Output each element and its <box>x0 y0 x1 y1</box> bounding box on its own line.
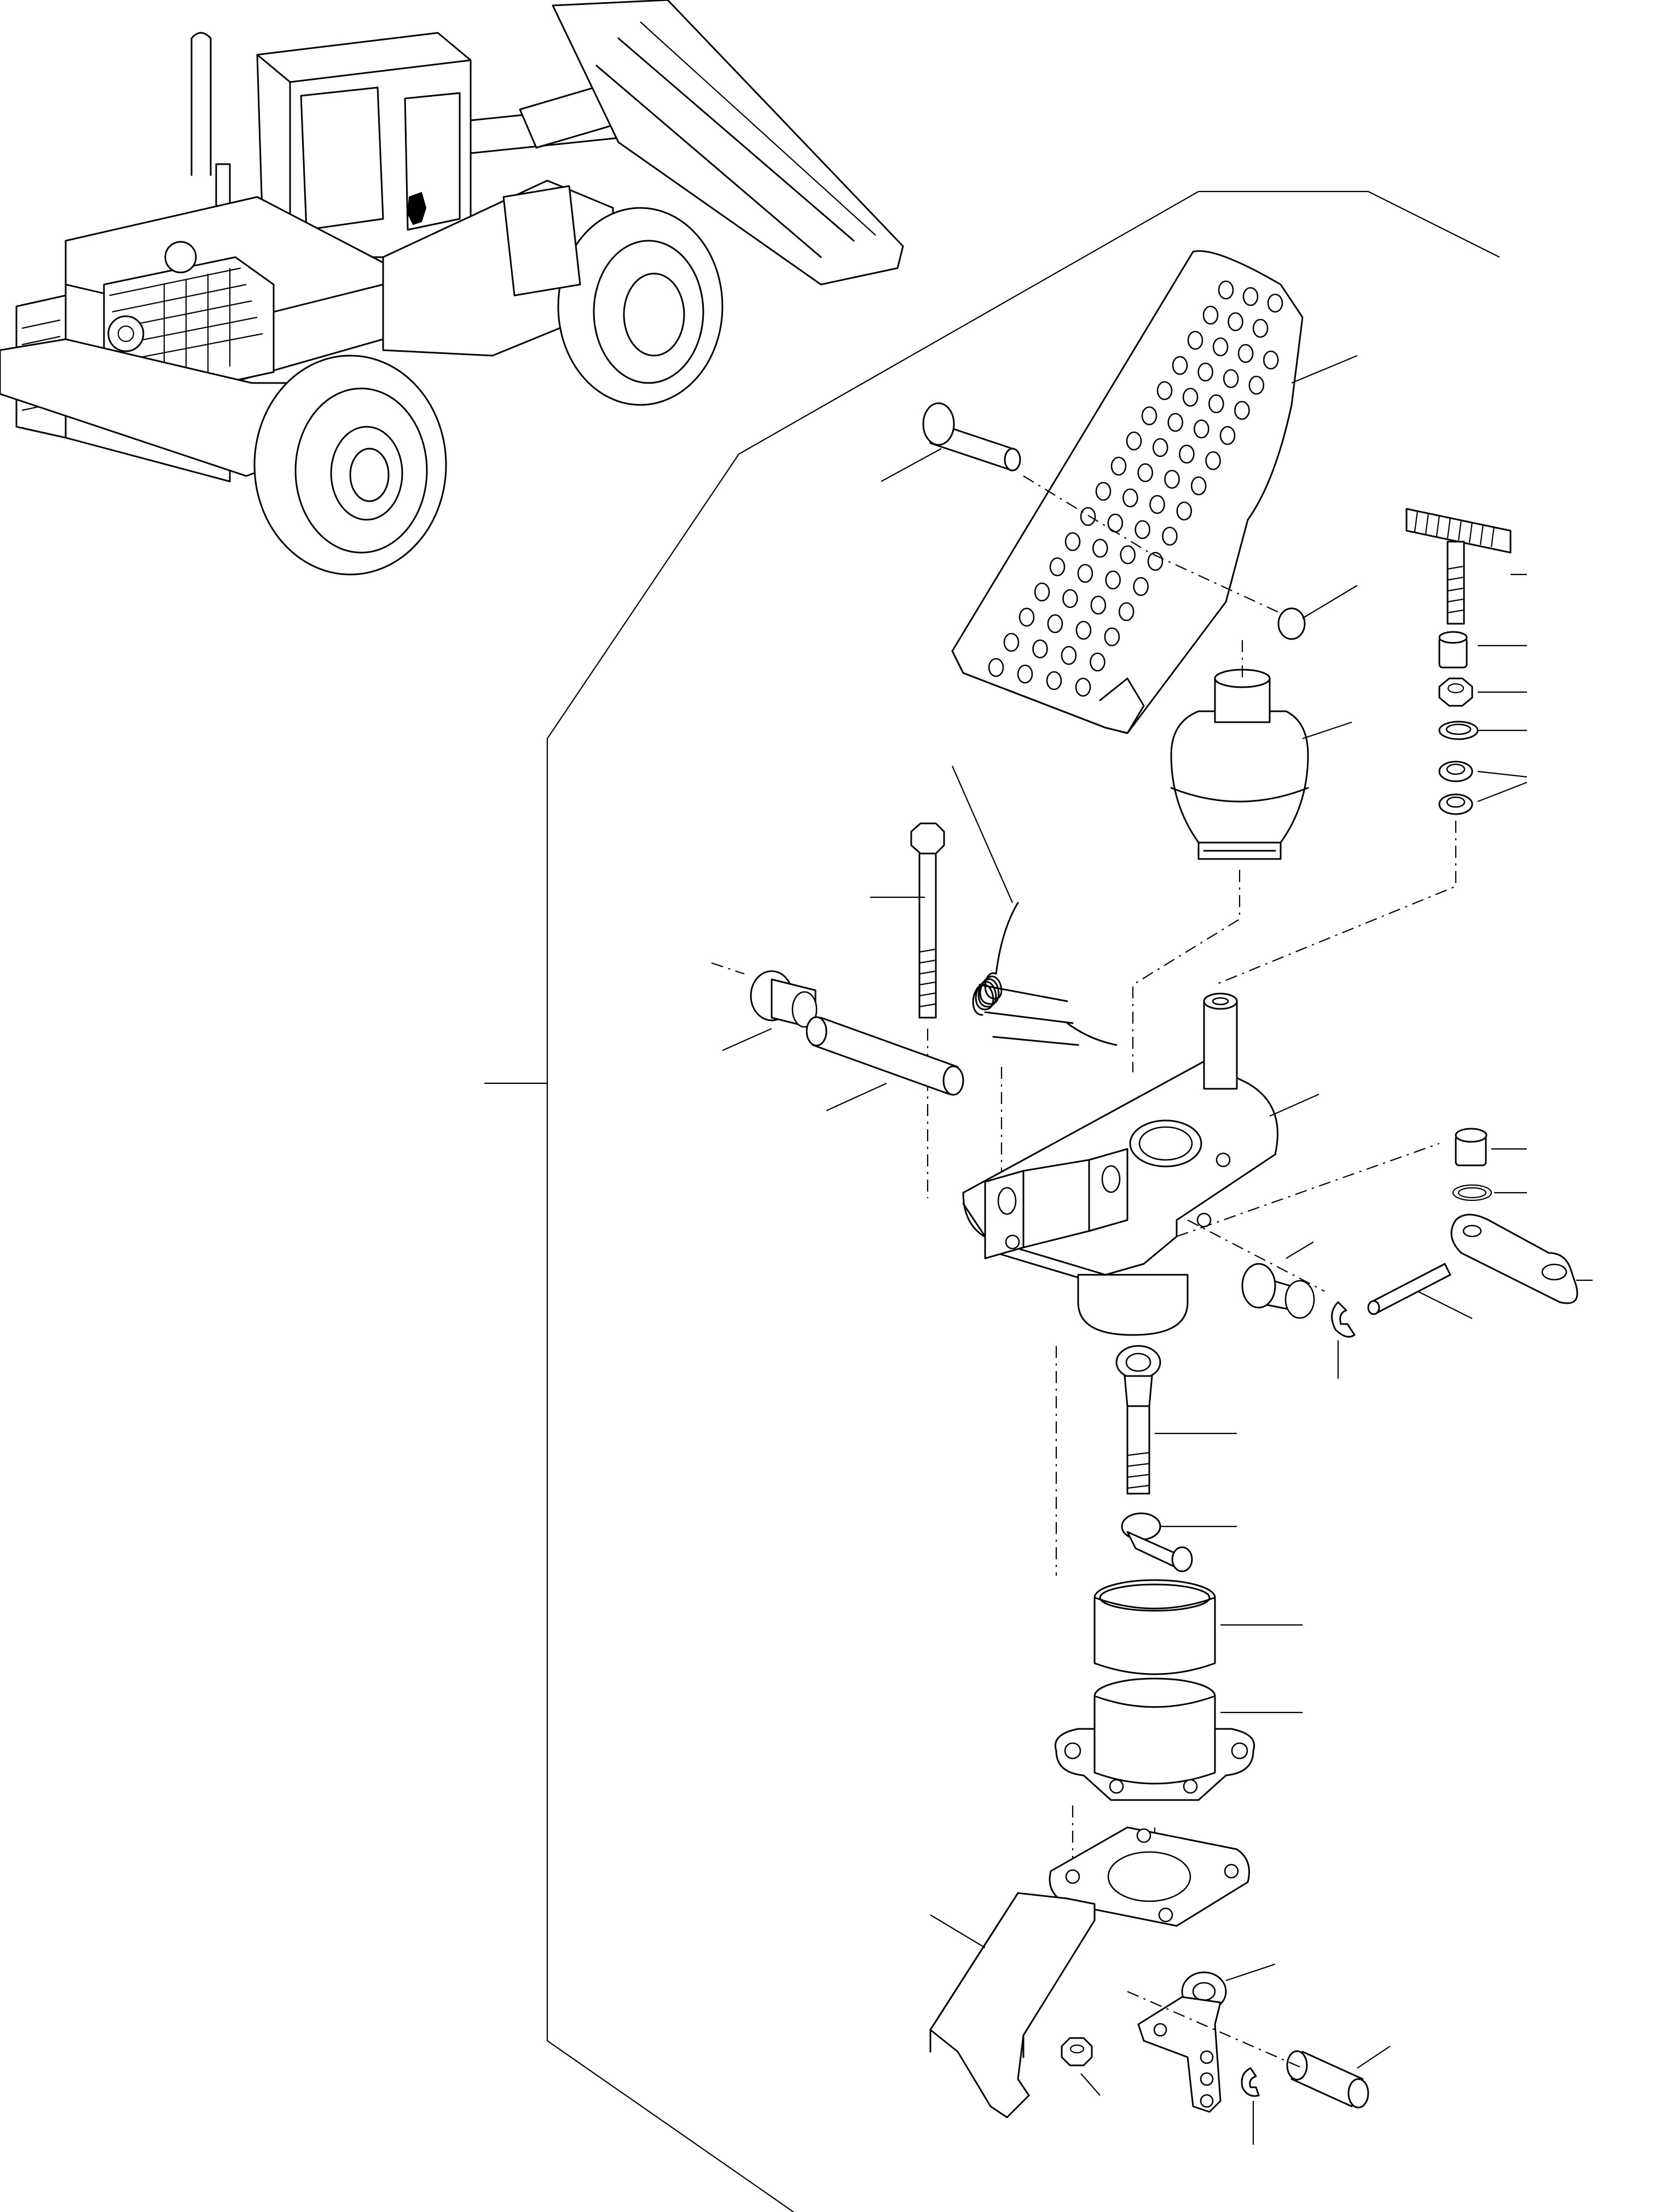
perforation-hole <box>1156 381 1173 400</box>
perforation-hole <box>1237 344 1254 363</box>
o-ring <box>1452 1184 1492 1201</box>
rubber-boot <box>1170 669 1309 860</box>
perforation-hole <box>1047 614 1063 634</box>
perforation-hole <box>1182 387 1199 407</box>
perforation-hole <box>1137 463 1153 483</box>
perforation-hole <box>1187 330 1203 350</box>
perforation-hole <box>1218 280 1234 300</box>
nut-lower <box>1061 2037 1093 2066</box>
perforation-hole <box>1197 362 1213 382</box>
eye-rod <box>1115 1345 1161 1495</box>
perforation-hole <box>1167 413 1183 432</box>
perforation-hole <box>1090 595 1107 615</box>
perforation-hole <box>1032 639 1048 659</box>
perforation-hole <box>1194 419 1209 439</box>
perforation-hole <box>1104 627 1120 647</box>
perforation-hole <box>1263 350 1279 370</box>
front-wheel <box>253 355 447 576</box>
perforation-hole <box>1223 369 1239 388</box>
perforation-hole <box>1133 577 1149 596</box>
lever-arm <box>1450 1214 1578 1304</box>
perforation-hole <box>1075 677 1091 697</box>
perforation-hole <box>1152 438 1168 457</box>
perforation-hole <box>1212 337 1229 357</box>
perforation-hole <box>1095 481 1112 501</box>
perforation-hole <box>1179 444 1195 464</box>
perforation-hole <box>1190 476 1207 496</box>
mount-bracket <box>929 1892 1096 2118</box>
pin-lower <box>1286 2050 1369 2109</box>
flanged-housing <box>1055 1677 1255 1801</box>
detail-region-outline <box>546 190 1500 2212</box>
perforation-hole <box>1049 557 1066 577</box>
perforation-hole <box>1105 570 1121 590</box>
cover-sleeve <box>1093 1579 1216 1675</box>
pedal-pin <box>922 402 1021 472</box>
perforation-hole <box>988 658 1004 677</box>
flange-bushing <box>750 970 818 1030</box>
perforation-hole <box>1176 501 1193 521</box>
roll-pin <box>1367 1263 1451 1315</box>
clip-lower <box>1241 2067 1260 2097</box>
perforation-hole <box>1120 545 1136 565</box>
perforation-hole <box>1228 312 1243 332</box>
perforation-hole <box>1205 451 1221 471</box>
perforation-hole <box>1126 431 1142 451</box>
perforation-hole <box>1208 394 1224 414</box>
e-clip <box>1331 1301 1356 1338</box>
perforation-hole <box>1110 456 1127 476</box>
spacer-right <box>1455 1128 1488 1166</box>
perforation-hole <box>1080 507 1096 526</box>
perforation-hole <box>1046 671 1062 690</box>
pedal-perforations <box>988 280 1283 697</box>
perforation-hole <box>1135 520 1150 539</box>
perforation-hole <box>1064 532 1081 551</box>
perforation-hole <box>1149 495 1165 514</box>
bucket <box>552 0 904 286</box>
perforation-hole <box>1219 426 1236 445</box>
wheel-loader-overview-illustration <box>0 0 904 576</box>
perforation-hole <box>1242 287 1259 306</box>
perforation-hole <box>1003 632 1020 652</box>
perforation-hole <box>1062 589 1078 608</box>
hinge-pin <box>806 1016 964 1096</box>
perforation-hole <box>1248 375 1265 395</box>
perforation-hole <box>1061 646 1077 665</box>
perforation-hole <box>1118 602 1135 622</box>
t-bolt <box>1405 508 1512 625</box>
perforation-hole <box>1018 607 1035 627</box>
perforation-hole <box>1092 538 1108 558</box>
snap-ring-upper <box>1277 607 1306 640</box>
perforation-hole <box>1141 406 1158 426</box>
long-bolt <box>910 822 945 1019</box>
location-marker <box>407 191 427 225</box>
perforation-hole <box>1267 293 1283 313</box>
lock-washer <box>1438 721 1479 740</box>
rear-wheel <box>557 207 724 406</box>
bushing-small <box>1438 631 1468 669</box>
perforation-hole <box>1234 400 1250 420</box>
perforation-hole <box>1122 488 1138 508</box>
hex-nut <box>1438 677 1473 707</box>
perforation-hole <box>1172 356 1188 375</box>
pedal-plate <box>951 250 1304 734</box>
perforation-hole <box>1090 652 1106 672</box>
perforation-hole <box>1252 318 1269 338</box>
perforation-hole <box>1017 664 1033 684</box>
pedal-bracket <box>962 992 1278 1336</box>
spacer-pair <box>1438 760 1473 815</box>
link-lever <box>1137 1971 1227 2113</box>
perforation-hole <box>1164 469 1180 489</box>
perforation-hole <box>1077 564 1093 583</box>
perforation-hole <box>1034 582 1050 602</box>
right-bushing <box>1241 1263 1315 1319</box>
perforation-hole <box>1162 526 1178 546</box>
swivel <box>1121 1512 1193 1572</box>
gasket <box>1049 1826 1250 1927</box>
perforation-hole <box>1075 620 1092 640</box>
return-spring <box>972 902 1118 1046</box>
perforation-hole <box>1202 305 1219 325</box>
